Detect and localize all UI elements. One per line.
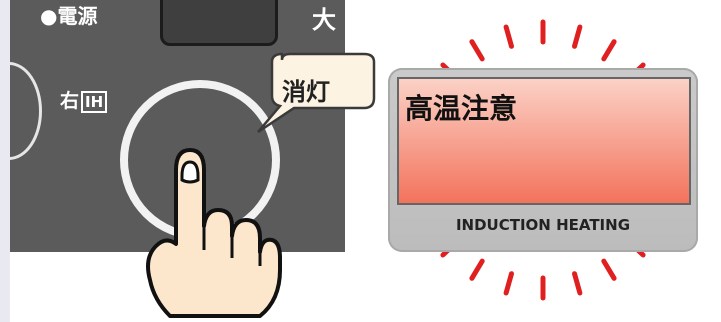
display-screen: 高温注意 [397,77,691,205]
warning-ray [601,39,617,62]
left-knob-ring [10,62,42,160]
warning-ray [572,271,583,296]
warning-ray [469,39,485,62]
brand-label: INDUCTION HEATING [455,216,631,234]
fingernail-shape [180,160,200,184]
top-display-recess [160,0,278,46]
hand-shape [146,148,282,318]
ih-badge: IH [81,91,108,113]
ih-display-panel: 高温注意 INDUCTION HEATING [388,68,698,252]
high-label: 大 [312,6,336,34]
warning-ray [469,258,485,281]
warning-ray [601,258,617,281]
high-temperature-alert: 高温注意 [405,92,518,125]
power-label: ●電源 [40,4,98,28]
callout-text: 消灯 [282,78,330,106]
pointing-hand-icon [146,148,282,318]
warning-ray [503,24,514,49]
left-edge-strip [0,0,10,322]
speech-bubble-shape [257,52,376,134]
right-ih-prefix: 右 [60,90,80,112]
speech-bubble [257,52,376,134]
warning-ray [503,271,514,296]
warning-ray [572,24,583,49]
